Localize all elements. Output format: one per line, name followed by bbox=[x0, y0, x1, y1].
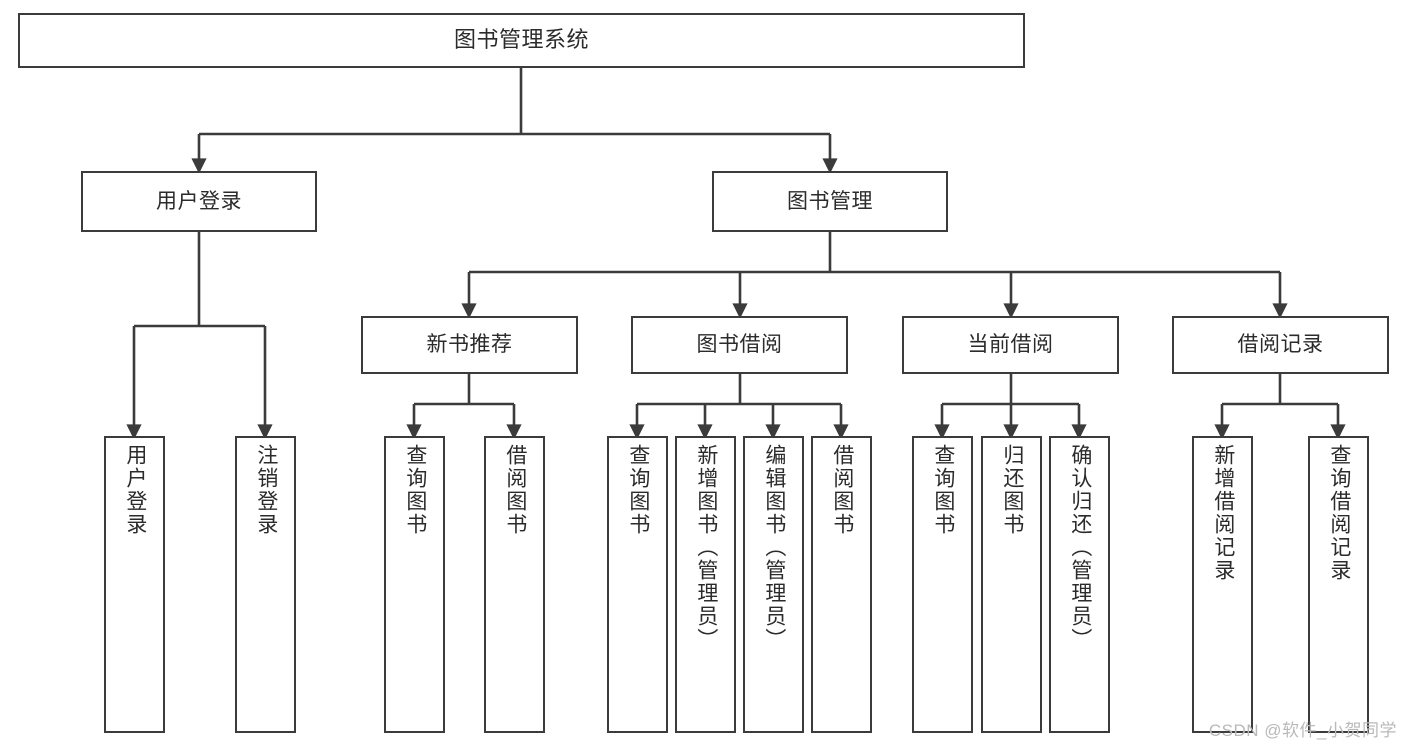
node-leaf-return-book-label: 归还图书 bbox=[1000, 444, 1024, 536]
watermark-text: CSDN @软件_小贺同学 bbox=[1208, 721, 1397, 740]
node-leaf-query-book-2-label: 查询图书 bbox=[626, 444, 650, 536]
node-leaf-add-record[interactable]: 新增借阅记录 bbox=[1192, 436, 1253, 733]
node-leaf-user-login[interactable]: 用户登录 bbox=[104, 436, 165, 733]
node-root-system[interactable]: 图书管理系统 bbox=[18, 13, 1025, 68]
node-leaf-logout[interactable]: 注销登录 bbox=[235, 436, 296, 733]
node-leaf-borrow-book-1[interactable]: 借阅图书 bbox=[484, 436, 545, 733]
node-user-login[interactable]: 用户登录 bbox=[81, 171, 317, 232]
node-leaf-add-record-label: 新增借阅记录 bbox=[1211, 444, 1235, 582]
node-current-borrow[interactable]: 当前借阅 bbox=[902, 316, 1119, 374]
node-leaf-borrow-book-2[interactable]: 借阅图书 bbox=[811, 436, 872, 733]
node-leaf-logout-label: 注销登录 bbox=[254, 444, 278, 536]
node-leaf-confirm-return-label: 确认归还（管理员） bbox=[1068, 444, 1092, 651]
node-user-login-label: 用户登录 bbox=[156, 189, 242, 213]
node-leaf-add-book[interactable]: 新增图书（管理员） bbox=[675, 436, 736, 733]
node-current-borrow-label: 当前借阅 bbox=[967, 333, 1054, 357]
node-leaf-query-record[interactable]: 查询借阅记录 bbox=[1308, 436, 1369, 733]
node-leaf-borrow-book-2-label: 借阅图书 bbox=[830, 444, 854, 536]
node-leaf-edit-book[interactable]: 编辑图书（管理员） bbox=[743, 436, 804, 733]
node-leaf-query-book-1[interactable]: 查询图书 bbox=[384, 436, 445, 733]
node-leaf-confirm-return[interactable]: 确认归还（管理员） bbox=[1049, 436, 1110, 733]
node-leaf-query-book-3[interactable]: 查询图书 bbox=[912, 436, 973, 733]
node-borrow-record[interactable]: 借阅记录 bbox=[1172, 316, 1389, 374]
node-book-management-label: 图书管理 bbox=[787, 189, 873, 213]
node-leaf-add-book-label: 新增图书（管理员） bbox=[694, 444, 718, 651]
node-root-system-label: 图书管理系统 bbox=[453, 27, 589, 53]
node-leaf-user-login-label: 用户登录 bbox=[123, 444, 147, 536]
node-leaf-return-book[interactable]: 归还图书 bbox=[981, 436, 1042, 733]
node-new-book-recommend-label: 新书推荐 bbox=[426, 333, 513, 357]
node-borrow-record-label: 借阅记录 bbox=[1237, 333, 1324, 357]
node-leaf-query-book-2[interactable]: 查询图书 bbox=[607, 436, 668, 733]
node-leaf-borrow-book-1-label: 借阅图书 bbox=[503, 444, 527, 536]
node-leaf-edit-book-label: 编辑图书（管理员） bbox=[762, 444, 786, 651]
node-book-management[interactable]: 图书管理 bbox=[712, 171, 948, 232]
node-leaf-query-book-3-label: 查询图书 bbox=[931, 444, 955, 536]
node-new-book-recommend[interactable]: 新书推荐 bbox=[361, 316, 578, 374]
node-book-borrow-label: 图书借阅 bbox=[696, 333, 783, 357]
node-leaf-query-record-label: 查询借阅记录 bbox=[1327, 444, 1351, 582]
node-book-borrow[interactable]: 图书借阅 bbox=[631, 316, 848, 374]
node-leaf-query-book-1-label: 查询图书 bbox=[403, 444, 427, 536]
